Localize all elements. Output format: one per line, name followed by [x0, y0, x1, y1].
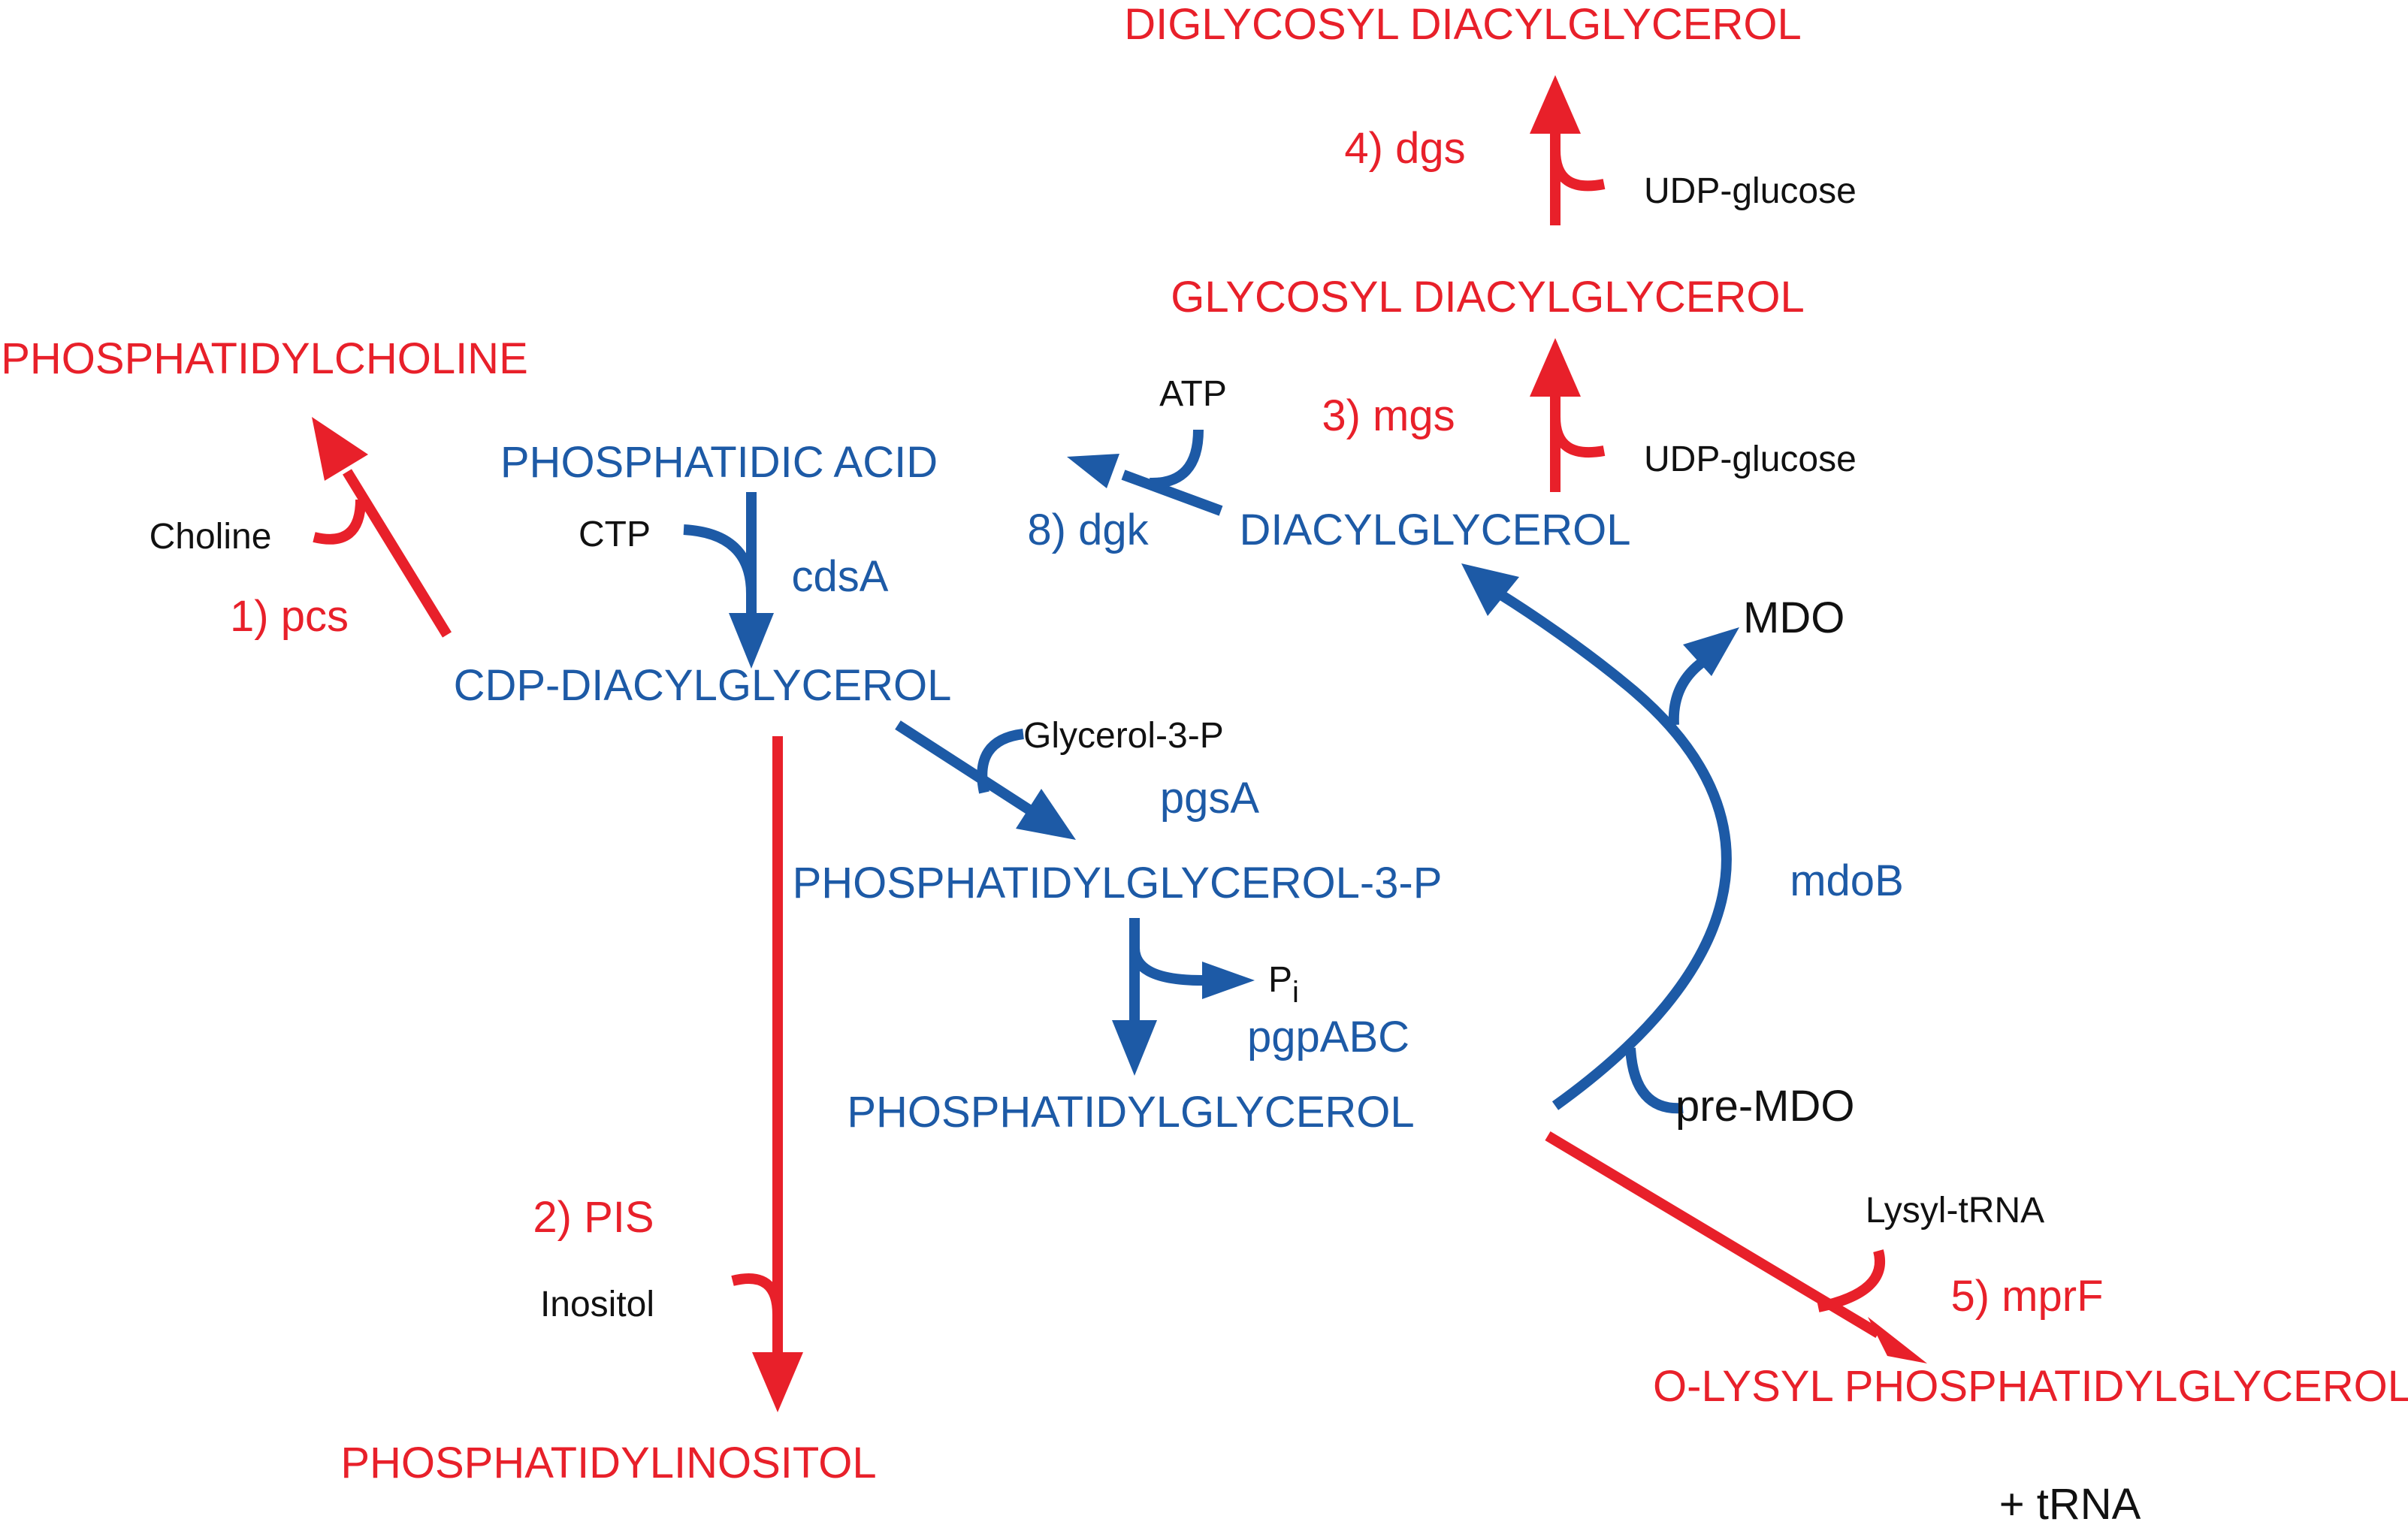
label-phosphatidylglycerol: PHOSPHATIDYLGLYCEROL	[847, 1088, 1414, 1137]
label-enzyme-mdob: mdoB	[1790, 856, 1904, 905]
arrow-pgpabc	[1112, 918, 1255, 1076]
label-pre-mdo: pre-MDO	[1675, 1082, 1854, 1131]
arrow-mgs	[1530, 338, 1606, 492]
arrow-mprf	[1545, 1131, 1927, 1363]
label-phosphatidylglycerol-3-p: PHOSPHATIDYLGLYCEROL-3-P	[793, 859, 1443, 907]
arrow-dgs	[1530, 75, 1606, 225]
label-udp-glucose-mid: UDP-glucose	[1644, 439, 1857, 479]
label-atp: ATP	[1159, 374, 1227, 414]
label-enzyme-pcs: 1) pcs	[230, 592, 349, 641]
label-enzyme-dgs: 4) dgs	[1344, 124, 1465, 173]
label-pi-subscript: i	[1292, 976, 1299, 1009]
arrow-pgsa	[895, 720, 1076, 840]
label-pi-base: P	[1268, 960, 1292, 1000]
label-enzyme-pgpabc: pgpABC	[1247, 1013, 1409, 1061]
arrow-dgk	[1067, 429, 1223, 516]
label-inositol: Inositol	[540, 1285, 654, 1324]
label-mdo: MDO	[1743, 593, 1845, 642]
label-glycosyl-diacylglycerol: GLYCOSYL DIACYLGLYCEROL	[1171, 273, 1804, 322]
label-enzyme-dgk: 8) dgk	[1027, 506, 1149, 554]
label-enzyme-pgsa: pgsA	[1160, 774, 1260, 823]
label-udp-glucose-top: UDP-glucose	[1644, 171, 1857, 211]
label-enzyme-cdsa: cdsA	[792, 552, 889, 601]
label-enzyme-pis: 2) PIS	[533, 1193, 654, 1242]
label-diglycosyl-diacylglycerol: DIGLYCOSYL DIACYLGLYCEROL	[1124, 0, 1801, 49]
label-o-lysyl-phosphatidylglycerol: O-LYSYL PHOSPHATIDYLGLYCEROL	[1653, 1362, 2408, 1411]
arrow-pcs	[312, 417, 452, 638]
label-enzyme-mgs: 3) mgs	[1322, 391, 1455, 440]
label-choline: Choline	[150, 517, 272, 557]
label-phosphatidic-acid: PHOSPHATIDIC ACID	[500, 438, 938, 487]
label-diacylglycerol: DIACYLGLYCEROL	[1239, 506, 1630, 554]
label-glycerol-3-p: Glycerol-3-P	[1023, 716, 1224, 756]
label-pi-phosphate: Pi	[1268, 960, 1299, 1009]
label-ctp: CTP	[579, 515, 651, 554]
arrow-pis	[731, 736, 803, 1412]
label-phosphatidylcholine: PHOSPHATIDYLCHOLINE	[1, 334, 528, 383]
label-phosphatidylinositol: PHOSPHATIDYLINOSITOL	[340, 1439, 876, 1487]
label-lysyl-trna: Lysyl-tRNA	[1866, 1191, 2044, 1231]
arrow-cdsa	[683, 492, 774, 669]
arrow-mdob	[1461, 563, 1739, 1114]
label-cdp-diacylglycerol: CDP-DIACYLGLYCEROL	[454, 661, 952, 710]
label-plus-trna: + tRNA	[1999, 1480, 2141, 1529]
label-enzyme-mprf: 5) mprF	[1951, 1272, 2104, 1321]
